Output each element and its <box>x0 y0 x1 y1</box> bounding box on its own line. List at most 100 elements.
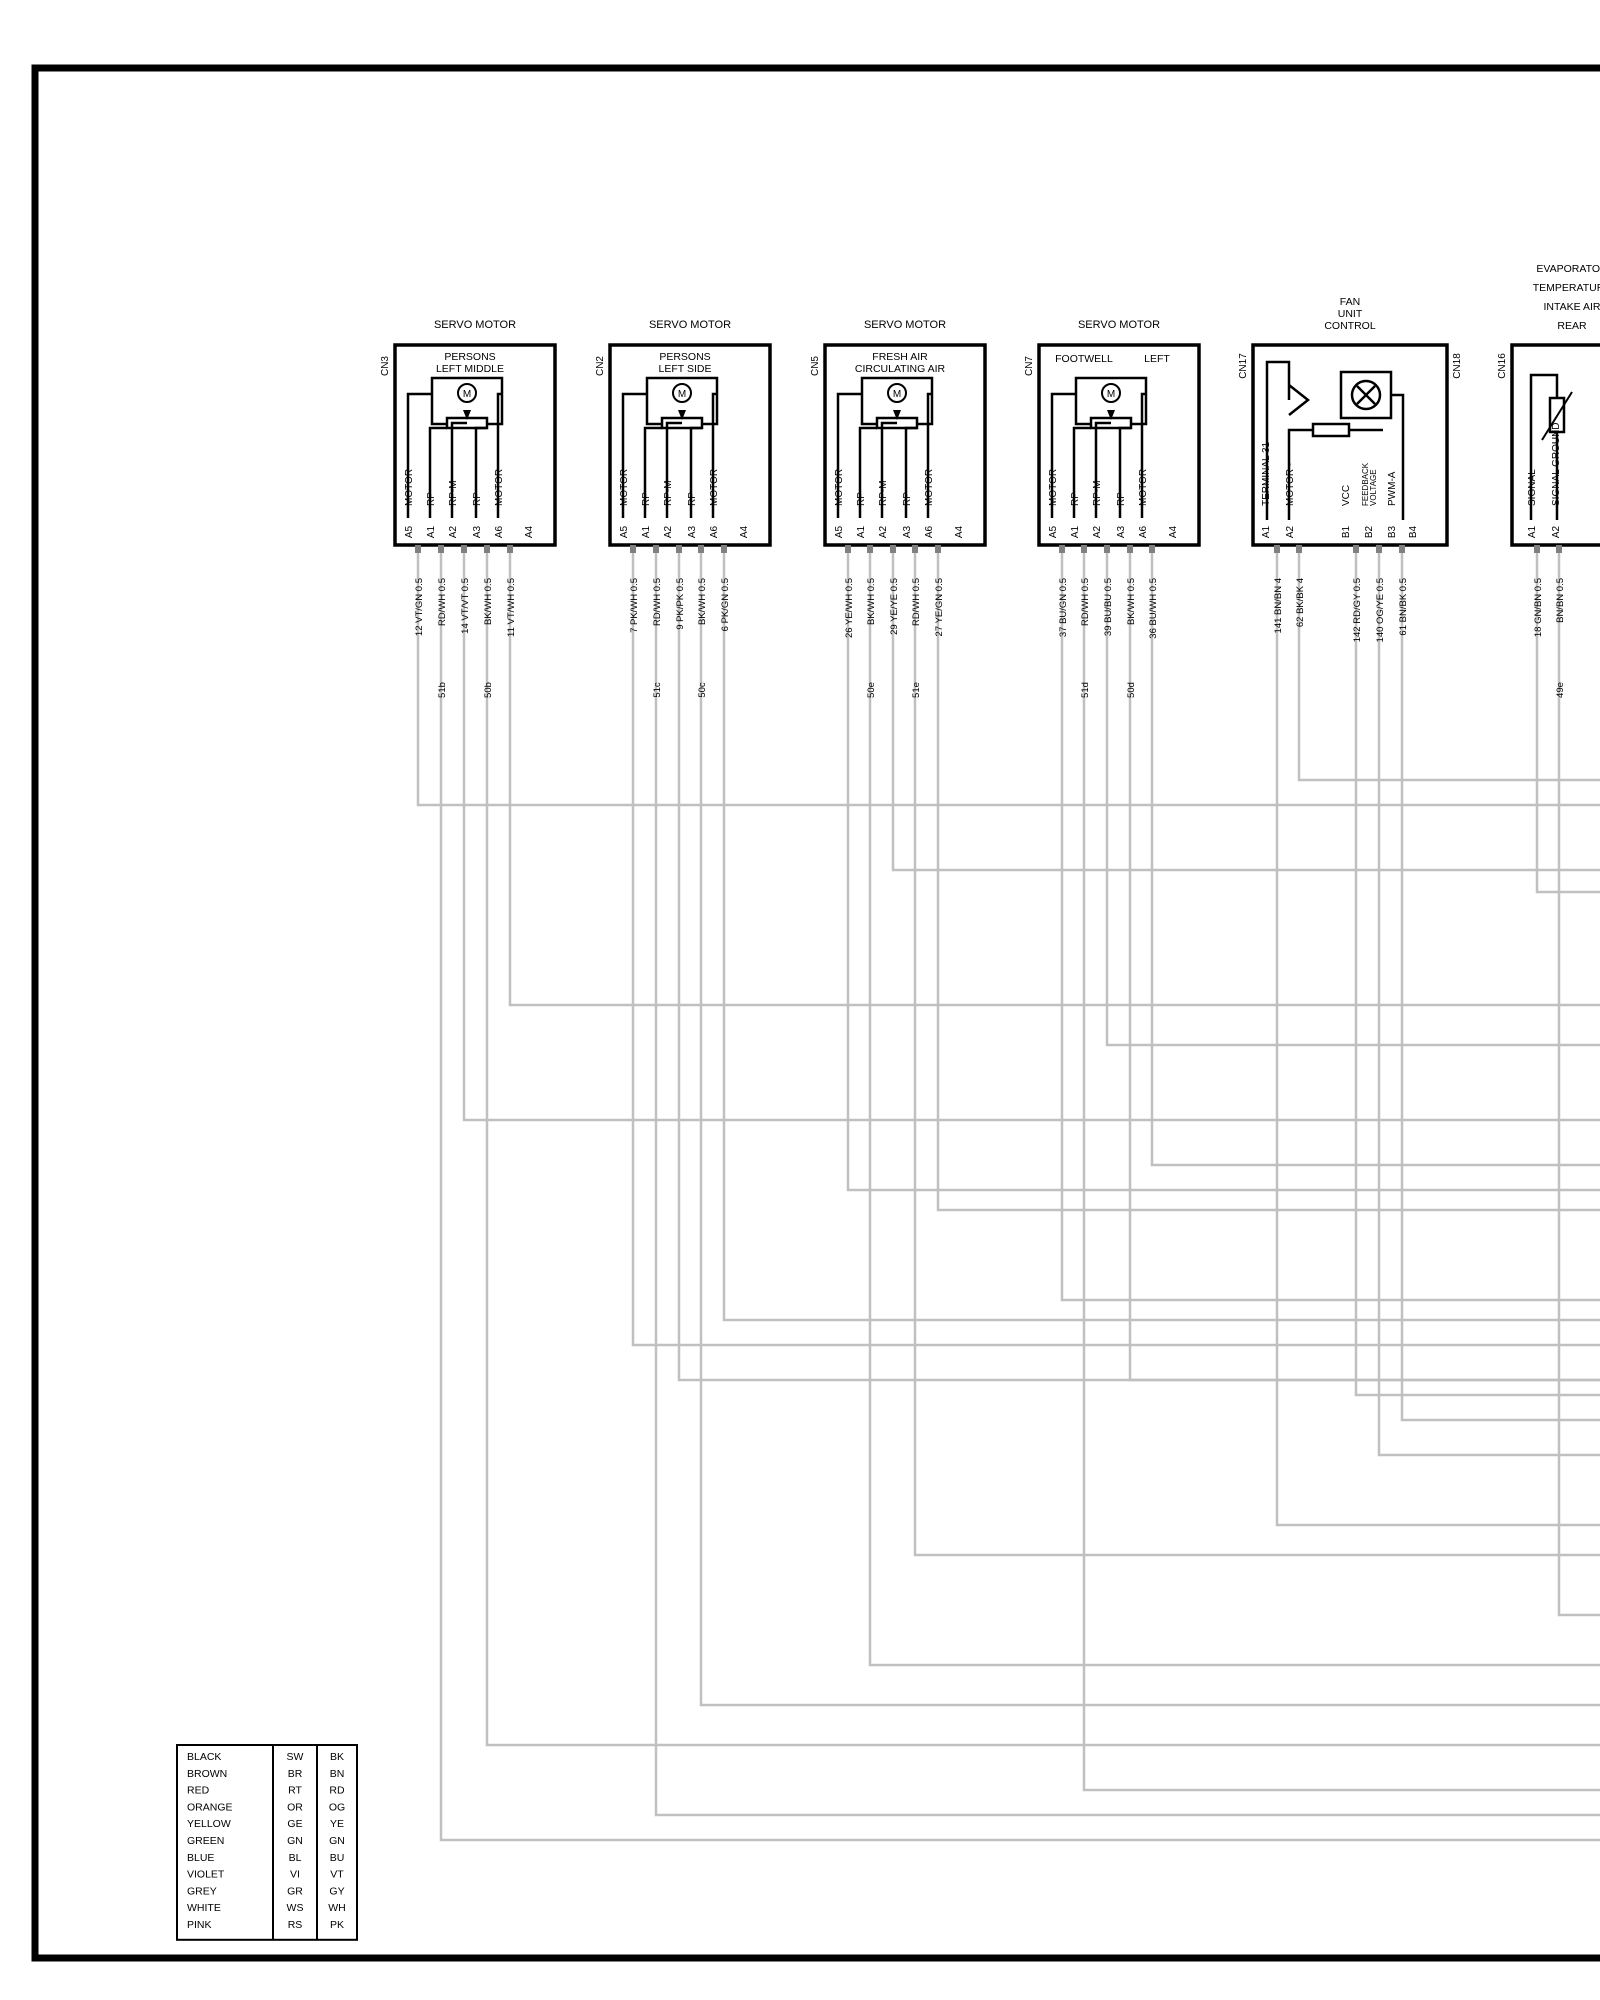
wire-route <box>1297 553 1600 782</box>
pin-terminal <box>845 545 851 553</box>
wire-route <box>1128 553 1600 1382</box>
pin-number: A3 <box>902 525 913 538</box>
legend-code-de: SW <box>287 1751 304 1763</box>
wire-label: 9 PK/PK 0.5 <box>675 578 686 630</box>
wire-route <box>631 553 1600 1347</box>
pin-terminal <box>698 545 704 553</box>
wire-route <box>722 553 1600 1322</box>
pin-terminal <box>935 545 941 553</box>
pin-terminal <box>912 545 918 553</box>
pin-name: RP <box>687 492 698 506</box>
connector-id: CN7 <box>1024 356 1035 376</box>
pin-name: TERMINAL 31 <box>1261 441 1272 506</box>
splice-id: 50b <box>483 682 494 698</box>
component-label: FOOTWELL <box>1055 353 1113 365</box>
wiper-arrow-icon <box>1107 410 1115 420</box>
pin-terminal <box>653 545 659 553</box>
splice-id: 51c <box>652 682 663 698</box>
pin-number: A5 <box>1048 525 1059 538</box>
motor-icon <box>457 383 477 403</box>
component-title: SERVO MOTOR <box>649 319 731 331</box>
legend-code-de: WS <box>287 1902 304 1914</box>
pin-number: A3 <box>1116 525 1127 538</box>
pin-number: A2 <box>1551 525 1562 538</box>
internal-lead <box>880 421 897 518</box>
wire-route <box>1377 553 1600 1457</box>
pin-name: MOTOR <box>1138 469 1149 506</box>
pin-number: B4 <box>1408 525 1419 538</box>
splice-id: 50c <box>697 682 708 698</box>
pin-terminal <box>415 545 421 553</box>
legend-code-en: GY <box>329 1885 344 1897</box>
internal-lead <box>1265 360 1291 520</box>
pin-name: RP <box>856 492 867 506</box>
legend-color-name: VIOLET <box>187 1869 225 1881</box>
pin-name: MOTOR - <box>1285 463 1296 506</box>
pin-number: A3 <box>472 525 483 538</box>
pin-terminal <box>1556 545 1562 553</box>
wire-label: 11 VT/WH 0.5 <box>506 578 517 637</box>
splice-id: 51e <box>911 682 922 698</box>
legend-color-name: BLACK <box>187 1751 221 1763</box>
internal-lead <box>689 426 702 518</box>
wire-route <box>1105 553 1600 1047</box>
pin-number: A5 <box>834 525 845 538</box>
connector-id: CN3 <box>380 356 391 376</box>
legend-color-name: WHITE <box>187 1902 221 1914</box>
frame-border <box>31 64 1600 1962</box>
pin-name: RP-M <box>878 480 889 506</box>
pin-terminal <box>1534 545 1540 553</box>
pin-terminal <box>1149 545 1155 553</box>
wiper-arrow-icon <box>893 410 901 420</box>
pin-terminal <box>1376 545 1382 553</box>
legend-color-name: RED <box>187 1785 210 1797</box>
wire-route <box>1354 553 1600 1397</box>
pin-number: A1 <box>1527 525 1538 538</box>
wire-label: 140 OG/YE 0.5 <box>1375 578 1386 642</box>
wire-route <box>416 553 1600 807</box>
legend-code-en: YE <box>330 1818 344 1830</box>
pin-terminal <box>1274 545 1280 553</box>
fan-icon <box>1356 385 1376 405</box>
motor-icon <box>672 383 692 403</box>
internal-lead <box>836 392 862 518</box>
legend-color-name: ORANGE <box>187 1801 233 1813</box>
component-title: SERVO MOTOR <box>434 319 516 331</box>
wire-label: 26 YE/WH 0.5 <box>844 578 855 638</box>
splice-id: 51b <box>437 682 448 698</box>
transistor-icon <box>1288 384 1311 416</box>
internal-lead <box>474 426 487 518</box>
pin-terminal <box>1399 545 1405 553</box>
pin-terminal <box>438 545 444 553</box>
wire-routes <box>416 553 1600 1842</box>
legend-color-name: PINK <box>187 1919 212 1931</box>
wire-label: 142 RD/GY 0.5 <box>1352 578 1363 642</box>
pin-name: MOTOR <box>709 469 720 506</box>
wire-label: 62 BK/BK 4 <box>1295 578 1306 627</box>
pin-number: A2 <box>448 525 459 538</box>
wire-route <box>1275 553 1600 1527</box>
internal-lead <box>665 421 682 518</box>
internal-lead <box>1072 426 1091 518</box>
legend-color-name: GREEN <box>187 1835 224 1847</box>
wire-route <box>1535 553 1600 894</box>
legend-code-en: OG <box>329 1801 345 1813</box>
splice-id: 50e <box>866 682 877 698</box>
connector-id: CN16 <box>1497 353 1508 379</box>
pin-terminal <box>1059 545 1065 553</box>
wire-label: 14 VT/VT 0.5 <box>460 578 471 634</box>
pin-number: A2 <box>1285 525 1296 538</box>
wire-label: 61 BN/BK 0.5 <box>1398 578 1409 636</box>
internal-lead <box>428 426 447 518</box>
legend-box <box>176 1744 358 1941</box>
pin-name: RP <box>1116 492 1127 506</box>
internal-lead <box>711 392 717 518</box>
pin-name: VOLTAGE <box>1369 469 1378 506</box>
connector-id: CN5 <box>810 356 821 376</box>
wire-label: 7 PK/WH 0.5 <box>629 578 640 633</box>
pin-number: A1 <box>641 525 652 538</box>
